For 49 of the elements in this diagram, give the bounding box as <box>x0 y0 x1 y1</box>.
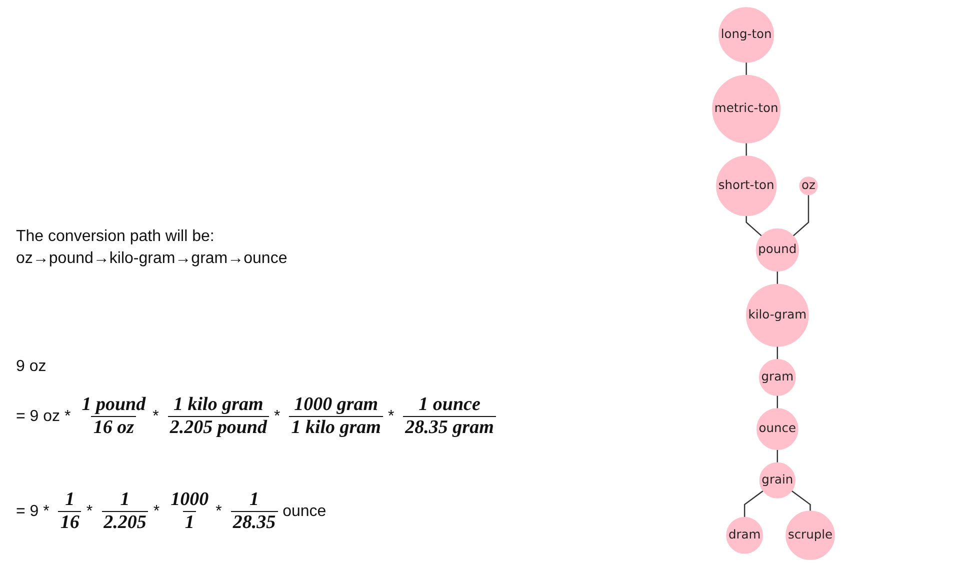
label-text: * <box>388 408 394 426</box>
fraction-denominator: 28.35 <box>230 511 278 534</box>
fraction-denominator: 1 <box>182 511 196 534</box>
fraction-numerator: 1 <box>248 489 260 511</box>
label-text: The conversion path will be: <box>16 228 214 246</box>
unit-node: short-ton <box>716 156 776 216</box>
fraction-numerator: 1 pound <box>80 394 147 416</box>
label-text: 9 oz <box>16 358 46 376</box>
connector-line <box>776 395 778 409</box>
connector-line <box>745 216 762 236</box>
label-text: * <box>153 502 160 520</box>
connector-line <box>776 346 778 360</box>
label-text: = 9 oz * <box>16 408 71 426</box>
label-text: * <box>86 502 93 520</box>
fraction-numerator: 1 ounce <box>418 394 482 416</box>
unit-node: scruple <box>785 510 834 560</box>
label-text: * <box>216 502 222 520</box>
fraction-denominator: 2.205 pound <box>168 416 269 439</box>
fraction-numerator: 1000 <box>170 489 210 511</box>
connector-line <box>745 142 746 156</box>
unit-node: oz <box>798 176 818 196</box>
connector-line <box>743 490 764 518</box>
label-text: * <box>152 408 159 426</box>
unit-node: metric-ton <box>712 74 780 144</box>
connector-line <box>745 62 746 76</box>
unit-node: pound <box>755 228 799 272</box>
unit-node: ounce <box>756 408 798 450</box>
connector-line <box>776 450 778 463</box>
connector-line <box>776 271 778 284</box>
unit-node: grain <box>758 462 795 498</box>
unit-node: dram <box>726 516 763 554</box>
unit-node: long-ton <box>718 7 774 63</box>
fraction-numerator: 1000 gram <box>293 394 380 416</box>
fraction-denominator: 2.205 <box>102 511 148 534</box>
fraction-numerator: 1 <box>64 489 76 511</box>
label-text: oz→pound→kilo-gram→gram→ounce <box>16 250 288 268</box>
unit-node: kilo-gram <box>745 284 808 347</box>
label-text: * <box>274 408 280 426</box>
fraction-denominator: 16 <box>58 511 82 534</box>
fraction-denominator: 1 kilo gram <box>289 416 383 439</box>
fraction-denominator: 16 oz <box>91 416 136 439</box>
fraction-denominator: 28.35 gram <box>403 416 496 439</box>
label-text: = 9 * <box>16 502 50 520</box>
connector-line <box>790 490 810 512</box>
unit-node: gram <box>758 358 796 396</box>
fraction-numerator: 1 <box>119 489 131 511</box>
fraction-numerator: 1 kilo gram <box>172 394 264 416</box>
connector-line <box>792 194 809 236</box>
label-text: ounce <box>282 502 326 520</box>
